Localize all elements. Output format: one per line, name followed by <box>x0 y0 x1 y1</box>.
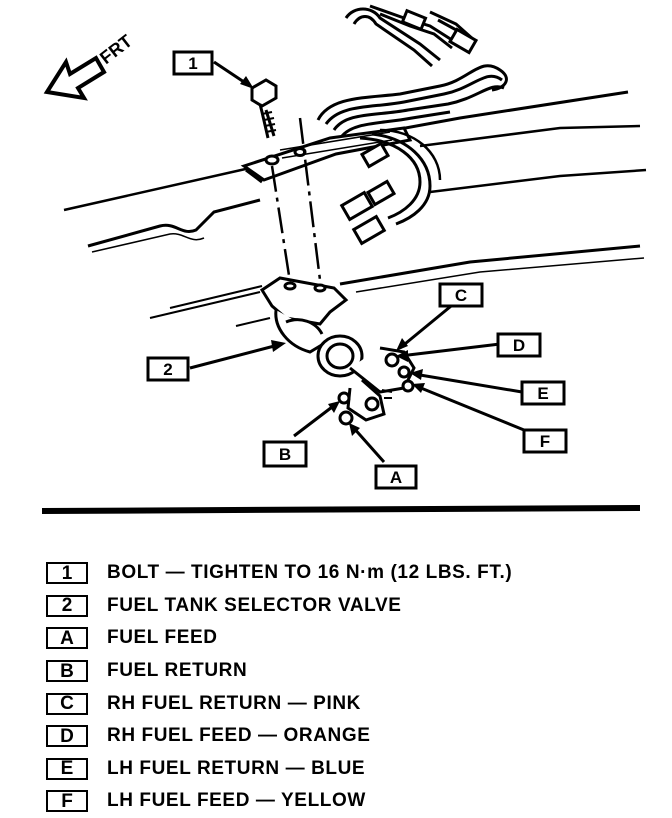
legend-description: FUEL FEED <box>107 627 218 649</box>
legend-row-a: A FUEL FEED <box>46 622 646 655</box>
upper-fuel-lines <box>316 4 508 138</box>
legend-row-b: B FUEL RETURN <box>46 655 646 688</box>
lower-fuel-lines <box>339 128 442 246</box>
legend: 1 BOLT — TIGHTEN TO 16 N·m (12 LBS. FT.)… <box>46 557 646 818</box>
callout-box-2: 2 <box>146 356 190 382</box>
legend-row-2: 2 FUEL TANK SELECTOR VALVE <box>46 590 646 623</box>
legend-description: BOLT — TIGHTEN TO 16 N·m (12 LBS. FT.) <box>107 562 513 584</box>
alignment-lines <box>270 117 322 283</box>
callout-leader-lines <box>189 60 525 463</box>
bolt-part <box>250 78 278 139</box>
callout-box-c: C <box>438 282 484 308</box>
fuel-selector-valve-diagram: FRT <box>41 4 647 514</box>
callout-box-e: E <box>520 380 566 406</box>
legend-row-e: E LH FUEL RETURN — BLUE <box>46 753 646 786</box>
callout-box-a: A <box>374 464 418 490</box>
selector-valve-part <box>259 276 416 426</box>
callout-e-label: E <box>537 384 548 403</box>
callout-box-f: F <box>522 428 568 454</box>
legend-key: A <box>46 627 88 650</box>
legend-description: RH FUEL RETURN — PINK <box>107 692 361 714</box>
legend-description: FUEL RETURN <box>107 660 248 682</box>
legend-key: C <box>46 692 88 715</box>
callout-box-1: 1 <box>172 50 214 76</box>
callout-d-label: D <box>513 336 525 355</box>
callout-box-d: D <box>496 332 542 358</box>
legend-key: D <box>46 725 88 748</box>
separator-rule <box>41 505 641 514</box>
legend-description: LH FUEL FEED — YELLOW <box>107 790 366 812</box>
legend-row-1: 1 BOLT — TIGHTEN TO 16 N·m (12 LBS. FT.) <box>46 557 646 590</box>
legend-key: 1 <box>46 562 88 585</box>
legend-key: F <box>46 790 88 813</box>
front-direction-arrow-icon <box>43 55 107 101</box>
legend-description: FUEL TANK SELECTOR VALVE <box>107 594 402 616</box>
legend-description: RH FUEL FEED — ORANGE <box>107 725 371 747</box>
callout-2-label: 2 <box>163 360 172 379</box>
callout-a-label: A <box>390 468 402 487</box>
legend-description: LH FUEL RETURN — BLUE <box>107 757 366 779</box>
callout-c-label: C <box>455 286 467 305</box>
callout-b-label: B <box>279 445 291 464</box>
callout-arrowheads <box>240 76 425 436</box>
front-label: FRT <box>96 31 136 68</box>
legend-key: E <box>46 757 88 780</box>
legend-key: 2 <box>46 594 88 617</box>
upper-mount-bracket <box>240 126 413 184</box>
legend-row-f: F LH FUEL FEED — YELLOW <box>46 785 646 818</box>
callout-box-b: B <box>262 440 308 468</box>
callout-f-label: F <box>540 432 550 451</box>
legend-key: B <box>46 660 88 683</box>
legend-row-c: C RH FUEL RETURN — PINK <box>46 687 646 720</box>
legend-row-d: D RH FUEL FEED — ORANGE <box>46 720 646 753</box>
callout-1-label: 1 <box>188 54 197 73</box>
